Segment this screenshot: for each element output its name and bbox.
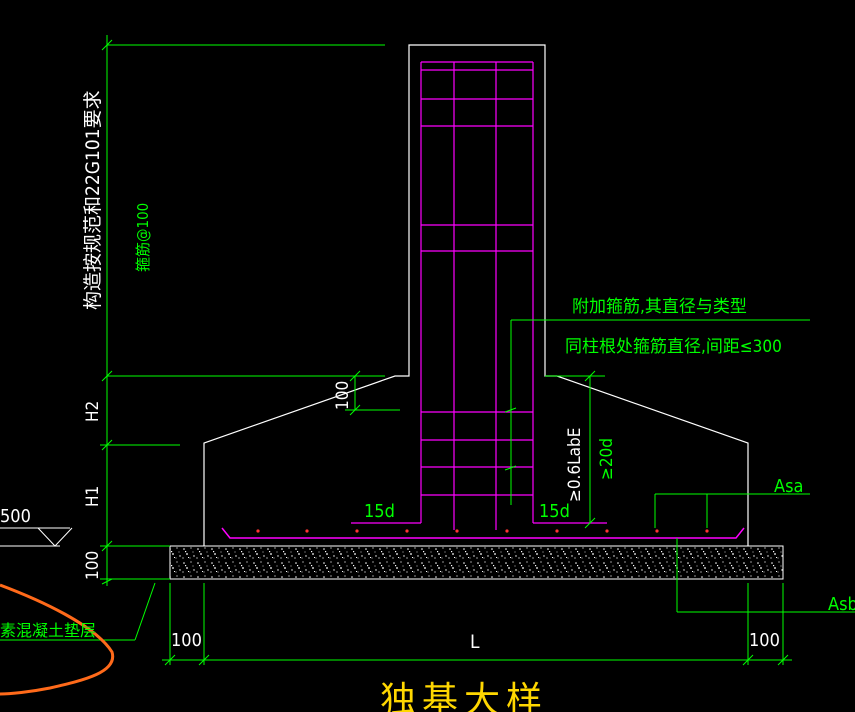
anchor-20d-label: ≥20d: [597, 438, 617, 480]
dimension-lines: [0, 35, 855, 666]
lap-left-label: 15d: [364, 501, 395, 522]
asa-label: Asa: [774, 476, 803, 497]
column-rebar-cage: [351, 61, 607, 530]
bottom-dim-L: L: [470, 631, 480, 653]
dim-H1: H1: [83, 486, 103, 507]
cushion-label: 素混凝土垫层: [0, 621, 96, 640]
bottom-rebar: [221, 527, 745, 539]
elevation-500: 500: [0, 506, 31, 527]
vertical-stirrup-label: 箍筋@100: [134, 203, 152, 272]
note-line-2: 同柱根处箍筋直径,间距≤300: [565, 337, 782, 357]
vertical-main-label: 构造按规范和22G101要求: [82, 90, 104, 310]
note-line-1: 附加箍筋,其直径与类型: [572, 297, 747, 317]
anchor-06-label: ≥0.6LabE: [565, 428, 585, 502]
lap-right-label: 15d: [539, 501, 570, 522]
concrete-cushion: [169, 545, 784, 580]
bottom-dim-100-right: 100: [749, 630, 780, 651]
elevation-marker: [0, 527, 73, 547]
footing-outline: [203, 44, 749, 546]
asb-label: Asb: [828, 594, 855, 615]
orange-annotation-mark: [0, 583, 115, 696]
drawing-title: 独基大样: [380, 680, 548, 712]
dim-100-top: 100: [333, 381, 353, 410]
bottom-dim-100-left: 100: [171, 630, 202, 651]
dim-100-left: 100: [83, 551, 103, 580]
dim-H2: H2: [83, 401, 103, 422]
rebar-dots: [256, 529, 709, 533]
